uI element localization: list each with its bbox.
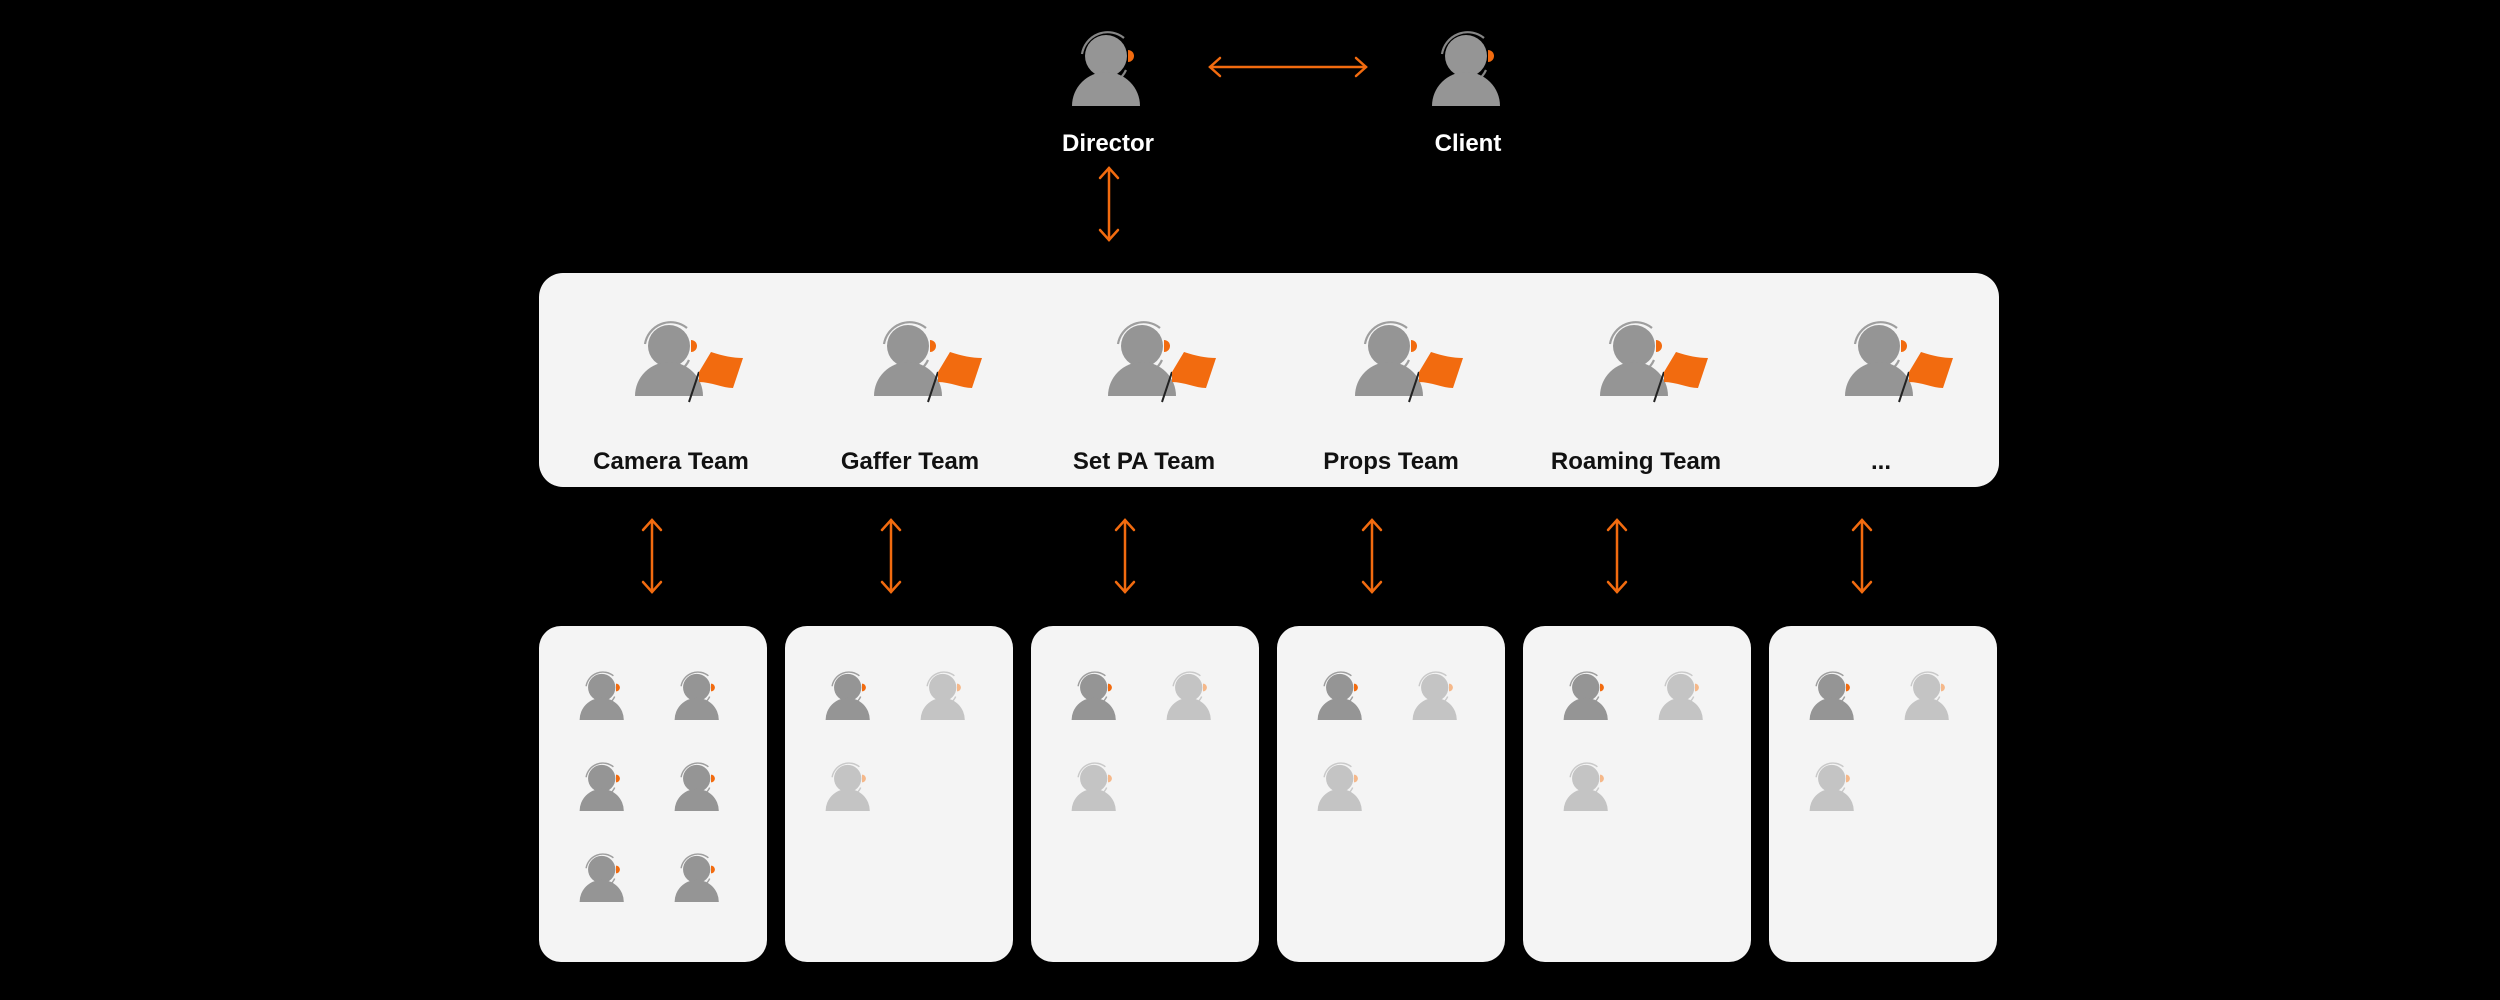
member-placeholder-icon	[1164, 664, 1216, 729]
director-label: Director	[1061, 130, 1155, 157]
member-placeholder-icon	[1069, 755, 1121, 820]
arrow-team-members	[1606, 518, 1628, 594]
member-placeholder-icon	[1315, 755, 1367, 820]
member-icon	[577, 755, 629, 820]
arrow-team-members	[1114, 518, 1136, 594]
member-icon	[577, 846, 629, 911]
arrow-director-client	[1208, 56, 1368, 78]
member-placeholder-icon	[823, 755, 875, 820]
flag-icon	[1898, 352, 1953, 403]
team-label: Gaffer Team	[840, 448, 980, 475]
team-members-box	[1769, 626, 1997, 962]
team-leads-panel	[539, 273, 1999, 487]
member-placeholder-icon	[1410, 664, 1462, 729]
team-members-box	[1031, 626, 1259, 962]
member-icon	[1069, 664, 1121, 729]
member-placeholder-icon	[1561, 755, 1613, 820]
member-placeholder-icon	[1656, 664, 1708, 729]
team-label: ...	[1870, 448, 1891, 475]
team-label: Roaming Team	[1550, 448, 1722, 475]
flag-icon	[688, 352, 743, 403]
flag-icon	[1653, 352, 1708, 403]
team-members-box	[1523, 626, 1751, 962]
arrow-team-members	[1851, 518, 1873, 594]
flag-icon	[1408, 352, 1463, 403]
arrow-team-members	[880, 518, 902, 594]
team-members-box	[539, 626, 767, 962]
team-label: Props Team	[1323, 448, 1459, 475]
team-members-box	[785, 626, 1013, 962]
member-icon	[1315, 664, 1367, 729]
member-placeholder-icon	[918, 664, 970, 729]
member-icon	[1561, 664, 1613, 729]
member-icon	[672, 846, 724, 911]
member-icon	[577, 664, 629, 729]
flag-icon	[1161, 352, 1216, 403]
arrow-team-members	[1361, 518, 1383, 594]
member-icon	[823, 664, 875, 729]
member-icon	[672, 755, 724, 820]
team-members-box	[1277, 626, 1505, 962]
team-label: Set PA Team	[1072, 448, 1216, 475]
member-placeholder-icon	[1807, 755, 1859, 820]
client-label: Client	[1434, 130, 1502, 157]
team-label: Camera Team	[593, 448, 749, 475]
member-icon	[1807, 664, 1859, 729]
arrow-team-members	[641, 518, 663, 594]
flag-icon	[927, 352, 982, 403]
member-icon	[672, 664, 724, 729]
member-placeholder-icon	[1902, 664, 1954, 729]
arrow-director-teams	[1098, 166, 1120, 242]
